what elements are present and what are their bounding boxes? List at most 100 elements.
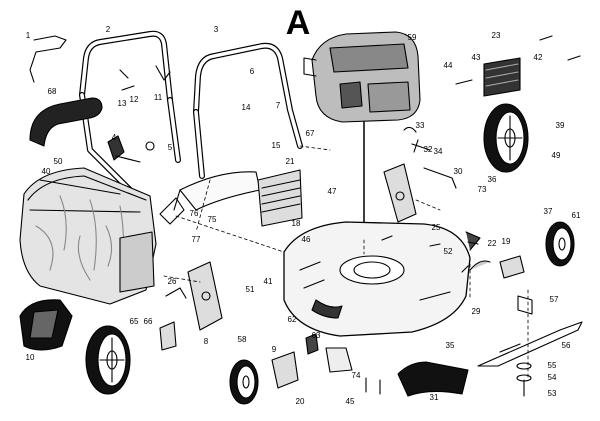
engine-guard-23 xyxy=(483,57,521,97)
callout-label: 14 xyxy=(241,103,251,112)
callout-label: 10 xyxy=(25,353,35,362)
callout-label: 59 xyxy=(407,33,417,42)
callout-label: 26 xyxy=(167,277,177,286)
callout-label: 19 xyxy=(501,237,511,246)
callout-label: 12 xyxy=(129,95,139,104)
callout-label: 33 xyxy=(415,121,425,130)
callout-label: 65 xyxy=(129,317,139,326)
callout-label: 42 xyxy=(533,53,543,62)
bolts-bottom xyxy=(365,377,381,395)
callout-label: 9 xyxy=(271,345,277,354)
callout-label: 77 xyxy=(191,235,201,244)
mower-deck xyxy=(283,221,471,337)
wheel-front-left xyxy=(229,359,259,405)
axle-bracket-front xyxy=(271,351,299,389)
callout-label: 32 xyxy=(423,145,433,154)
callout-label: 73 xyxy=(477,185,487,194)
callout-label: 62 xyxy=(287,315,297,324)
right-height-lever xyxy=(461,255,525,279)
callout-label: 41 xyxy=(263,277,273,286)
bolts-top xyxy=(455,35,581,85)
engine xyxy=(303,31,421,241)
mulch-plug xyxy=(19,299,73,351)
callout-label: 23 xyxy=(491,31,501,40)
lower-handle xyxy=(193,42,303,179)
rear-flap-bracket xyxy=(173,171,261,211)
callout-label: 11 xyxy=(153,93,163,102)
callout-label: 40 xyxy=(41,167,51,176)
axle-bracket-left xyxy=(159,321,177,351)
callout-label: 34 xyxy=(433,147,443,156)
callout-label: 20 xyxy=(295,397,305,406)
callout-label: 45 xyxy=(345,397,355,406)
callout-label: 66 xyxy=(143,317,153,326)
callout-label: 57 xyxy=(549,295,559,304)
callout-label: 75 xyxy=(207,215,217,224)
wheel-rear-right xyxy=(483,103,529,173)
callout-label: 61 xyxy=(571,211,581,220)
callout-label: 35 xyxy=(445,341,455,350)
callout-label: 47 xyxy=(327,187,337,196)
callout-label: 2 xyxy=(105,25,111,34)
callout-label: 21 xyxy=(285,157,295,166)
callout-label: 51 xyxy=(245,285,255,294)
callout-label: 67 xyxy=(305,129,315,138)
throttle-control xyxy=(107,135,155,163)
callout-label: 13 xyxy=(117,99,127,108)
leader-lines xyxy=(163,145,529,381)
discharge-chute-31 xyxy=(397,361,469,397)
callout-label: 37 xyxy=(543,207,553,216)
callout-label: 44 xyxy=(443,61,453,70)
callout-label: 68 xyxy=(47,87,57,96)
handle-grip-foam xyxy=(29,97,103,147)
callout-label: 52 xyxy=(443,247,453,256)
callout-label: 8 xyxy=(203,337,209,346)
callout-label: 43 xyxy=(471,53,481,62)
rear-deflector-21 xyxy=(257,169,303,227)
callout-label: 31 xyxy=(429,393,439,402)
handle-bolts xyxy=(119,69,135,91)
callout-label: 3 xyxy=(213,25,219,34)
blade xyxy=(477,295,583,397)
callout-label: 6 xyxy=(249,67,255,76)
upper-handle xyxy=(79,30,173,103)
callout-label: 39 xyxy=(555,121,565,130)
rear-lever-arms xyxy=(413,139,457,189)
front-height-adjuster xyxy=(187,261,223,331)
height-lever-26 xyxy=(165,287,187,299)
callout-label: 4 xyxy=(111,133,117,142)
callout-label: 15 xyxy=(271,141,281,150)
callout-label: 50 xyxy=(53,157,63,166)
wheel-front-right xyxy=(545,221,575,267)
callout-label: 25 xyxy=(431,223,441,232)
callout-label: 30 xyxy=(453,167,463,176)
callout-label: 36 xyxy=(487,175,497,184)
rear-height-adjuster xyxy=(383,126,431,223)
handle-wire-part1 xyxy=(29,35,67,83)
callout-label: 58 xyxy=(237,335,247,344)
cable-clip xyxy=(155,65,171,81)
callout-label: 74 xyxy=(351,371,361,380)
callout-label: 29 xyxy=(471,307,481,316)
callout-label: 18 xyxy=(291,219,301,228)
callout-label: 53 xyxy=(547,389,557,398)
front-spring xyxy=(465,231,481,251)
callout-label: 76 xyxy=(189,209,199,218)
callout-label: 54 xyxy=(547,373,557,382)
callout-label: 5 xyxy=(167,143,173,152)
callout-label: 49 xyxy=(551,151,561,160)
diagram-title: A xyxy=(285,4,311,42)
gear-assembly xyxy=(325,347,353,373)
spring-29 xyxy=(305,333,319,355)
callout-label: 55 xyxy=(547,361,557,370)
callout-label: 7 xyxy=(275,101,281,110)
callout-label: 22 xyxy=(487,239,497,248)
grass-bag xyxy=(19,167,157,305)
callout-label: 46 xyxy=(301,235,311,244)
bracket-76 xyxy=(159,197,185,225)
callout-label: 56 xyxy=(561,341,571,350)
wheel-rear-left xyxy=(85,325,131,395)
callout-label: 63 xyxy=(311,331,321,340)
